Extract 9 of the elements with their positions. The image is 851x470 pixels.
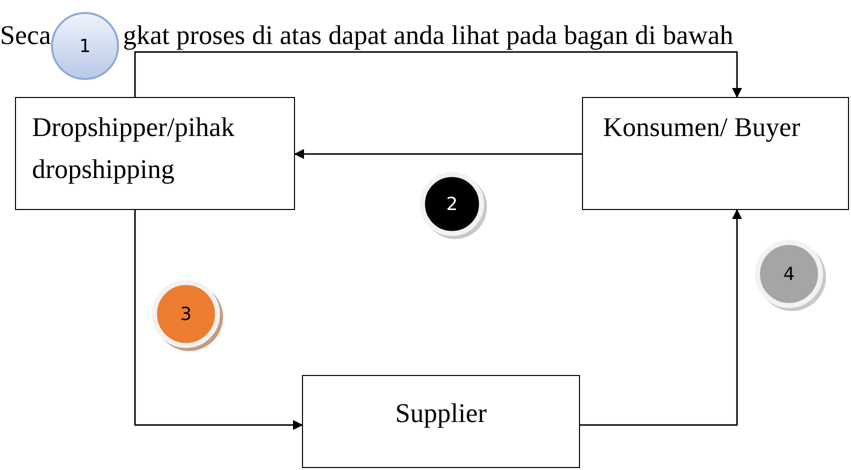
arrow	[294, 149, 582, 159]
arrow	[580, 209, 742, 426]
process-box: Konsumen/ Buyer	[582, 97, 849, 210]
arrow	[134, 51, 742, 98]
process-box: Dropshipper/pihak dropshipping	[15, 97, 295, 210]
sentence-text: gkat proses di atas dapat anda lihat pada bagan di bawah	[122, 20, 734, 50]
sentence-text: Seca	[0, 20, 51, 50]
process-box: Supplier	[302, 375, 580, 468]
arrow	[134, 210, 303, 430]
